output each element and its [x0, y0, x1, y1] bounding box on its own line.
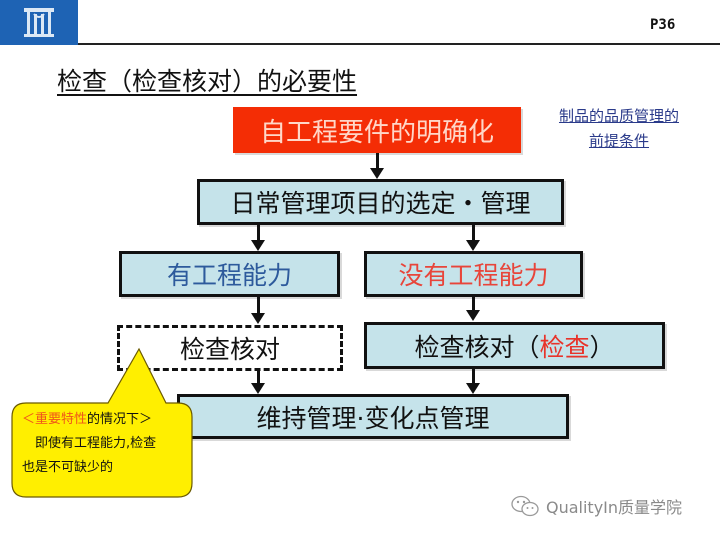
side-note-line1[interactable]: 制品的品质管理的 — [558, 107, 679, 125]
header-divider — [78, 43, 720, 45]
callout-line1-rest: 的情况下＞ — [87, 412, 153, 427]
optional-check-box: 检查核对 — [117, 325, 343, 371]
callout-line1: ＜重要特性的情况下＞ — [22, 408, 192, 432]
arrow-head-icon — [251, 383, 265, 394]
has-process-capability-box: 有工程能力 — [119, 251, 340, 297]
arrow-connector — [257, 297, 260, 314]
arrow-connector — [257, 225, 260, 241]
callout-line3: 也是不可缺少的 — [22, 460, 114, 475]
daily-management-label: 日常管理项目的选定・管理 — [230, 189, 531, 218]
inspection-check-highlight: 检查 — [539, 332, 590, 362]
inspection-check-suffix: ） — [589, 332, 615, 362]
requirement-clarification-label: 自工程要件的明确化 — [259, 117, 494, 148]
inspection-check-box: 检查核对（检查） — [364, 322, 665, 369]
arrow-head-icon — [466, 310, 480, 321]
requirement-clarification-box: 自工程要件的明确化 — [233, 107, 521, 153]
callout-text: ＜重要特性的情况下＞ 即使有工程能力,检查 也是不可缺少的 — [22, 408, 192, 480]
inspection-check-prefix: 检查核对（ — [414, 332, 540, 362]
arrow-head-icon — [466, 383, 480, 394]
side-note[interactable]: 制品的品质管理的 前提条件 — [540, 104, 698, 154]
callout-highlight: 重要特性 — [35, 412, 88, 427]
no-process-capability-box: 没有工程能力 — [364, 251, 583, 297]
page-number: P36 — [650, 17, 676, 33]
arrow-head-icon — [370, 168, 384, 179]
optional-check-label: 检查核对 — [179, 335, 280, 364]
arrow-head-icon — [466, 240, 480, 251]
maintenance-change-point-label: 维持管理·变化点管理 — [256, 403, 490, 433]
callout-line2: 即使有工程能力,检查 — [22, 436, 157, 451]
arrow-connector — [472, 297, 475, 311]
side-note-line2[interactable]: 前提条件 — [588, 132, 649, 150]
has-process-capability-label: 有工程能力 — [166, 261, 292, 290]
callout-open-bracket: ＜ — [22, 412, 36, 427]
watermark: QualityIn质量学院 — [510, 494, 682, 518]
maintenance-change-point-box: 维持管理·变化点管理 — [177, 394, 569, 439]
watermark-text: QualityIn质量学院 — [546, 498, 683, 517]
callout-bubble — [11, 347, 193, 498]
arrow-connector — [472, 369, 475, 384]
arrow-connector — [257, 371, 260, 384]
page-title: 检查（检查核对）的必要性 — [57, 67, 358, 96]
no-process-capability-label: 没有工程能力 — [398, 261, 549, 290]
arrow-connector — [472, 225, 475, 241]
arrow-head-icon — [251, 240, 265, 251]
logo — [0, 0, 78, 45]
pillar-building-icon — [24, 8, 54, 37]
arrow-connector — [376, 153, 379, 169]
daily-management-box: 日常管理项目的选定・管理 — [197, 179, 564, 225]
arrow-head-icon — [251, 313, 265, 324]
wechat-icon — [511, 495, 539, 517]
